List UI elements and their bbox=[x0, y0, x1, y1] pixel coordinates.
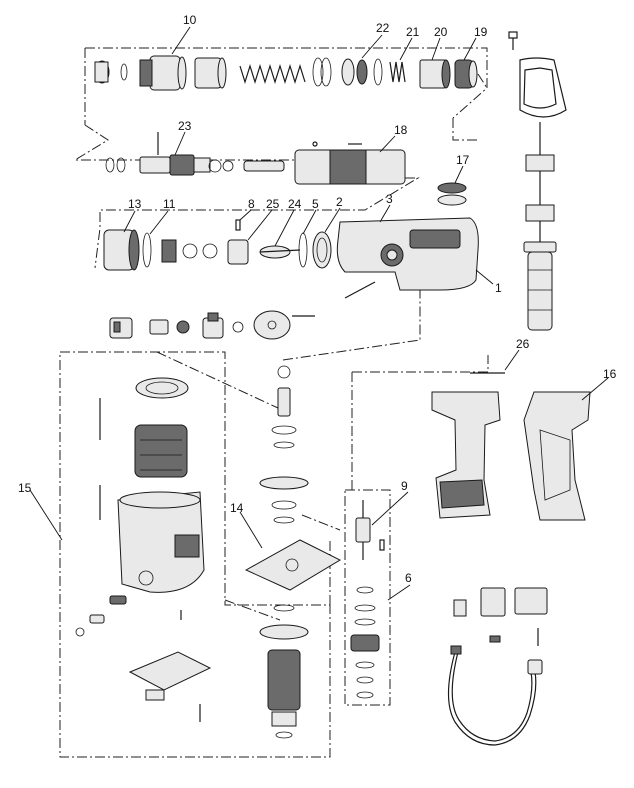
part-piston-rod bbox=[243, 160, 285, 172]
intermediate-shaft bbox=[350, 500, 385, 699]
callout-labels: 10 22 21 20 19 23 18 17 13 11 8 25 24 5 … bbox=[18, 13, 617, 585]
part-20-sleeve bbox=[419, 59, 451, 89]
part-bearing-stack bbox=[161, 239, 218, 263]
bottom-cover bbox=[128, 651, 212, 701]
handle-left bbox=[431, 391, 501, 519]
part-21-spring bbox=[389, 61, 406, 83]
part-sleeve bbox=[194, 57, 227, 89]
motor-housing bbox=[117, 491, 205, 593]
callout-26: 26 bbox=[516, 337, 530, 351]
callout-20: 20 bbox=[434, 25, 448, 39]
part-gear-plate bbox=[253, 310, 291, 340]
callout-15: 15 bbox=[18, 481, 32, 495]
part-18-cylinder bbox=[294, 141, 406, 185]
third-row-parts bbox=[103, 217, 479, 299]
side-handle-assembly bbox=[508, 31, 567, 331]
callout-9: 9 bbox=[401, 479, 408, 493]
callout-13: 13 bbox=[128, 197, 142, 211]
part-23-shaft bbox=[139, 132, 211, 176]
handle-right bbox=[523, 391, 591, 521]
part-3-gear-housing bbox=[336, 217, 479, 291]
callout-10: 10 bbox=[183, 13, 197, 27]
power-cord bbox=[447, 645, 543, 746]
callout-8: 8 bbox=[248, 197, 255, 211]
callout-21: 21 bbox=[406, 25, 420, 39]
part-14-bearing-plate bbox=[244, 539, 342, 591]
fourth-row-parts bbox=[109, 310, 315, 340]
callout-2: 2 bbox=[336, 195, 343, 209]
callout-24: 24 bbox=[288, 197, 302, 211]
callout-25: 25 bbox=[266, 197, 280, 211]
part-knob bbox=[202, 312, 224, 339]
handle-halves bbox=[431, 372, 591, 521]
callout-11: 11 bbox=[163, 197, 176, 211]
part-17-seal bbox=[437, 182, 467, 206]
second-row-parts bbox=[105, 132, 406, 185]
callout-19: 19 bbox=[474, 25, 488, 39]
callout-6: 6 bbox=[405, 571, 412, 585]
part-22-ring bbox=[341, 58, 368, 86]
part-switch-lever bbox=[109, 317, 133, 339]
callout-5: 5 bbox=[312, 197, 319, 211]
part-19-gear bbox=[454, 59, 478, 89]
brush-holders bbox=[75, 595, 127, 637]
leader-lines bbox=[29, 26, 609, 601]
callout-17: 17 bbox=[456, 153, 470, 167]
part-13-end-cap bbox=[103, 229, 140, 271]
part-2-ring bbox=[312, 231, 332, 269]
callout-18: 18 bbox=[394, 123, 408, 137]
part-cap-ring bbox=[94, 60, 110, 84]
part-10-chuck-sleeve bbox=[139, 55, 187, 91]
callout-23: 23 bbox=[178, 119, 192, 133]
side-handle-grip bbox=[523, 241, 557, 331]
part-24-crank bbox=[259, 245, 301, 259]
armature bbox=[259, 604, 309, 739]
top-row-parts bbox=[94, 55, 478, 91]
callout-14: 14 bbox=[230, 501, 244, 515]
callout-1: 1 bbox=[495, 281, 502, 295]
callout-16: 16 bbox=[603, 367, 617, 381]
part-spring bbox=[239, 63, 306, 85]
switch-and-cord bbox=[447, 587, 548, 746]
callout-22: 22 bbox=[376, 21, 390, 35]
callout-3: 3 bbox=[386, 192, 393, 206]
gear-shaft-stack bbox=[244, 365, 342, 591]
stator bbox=[134, 424, 188, 478]
motor-housing-assembly bbox=[75, 377, 212, 722]
